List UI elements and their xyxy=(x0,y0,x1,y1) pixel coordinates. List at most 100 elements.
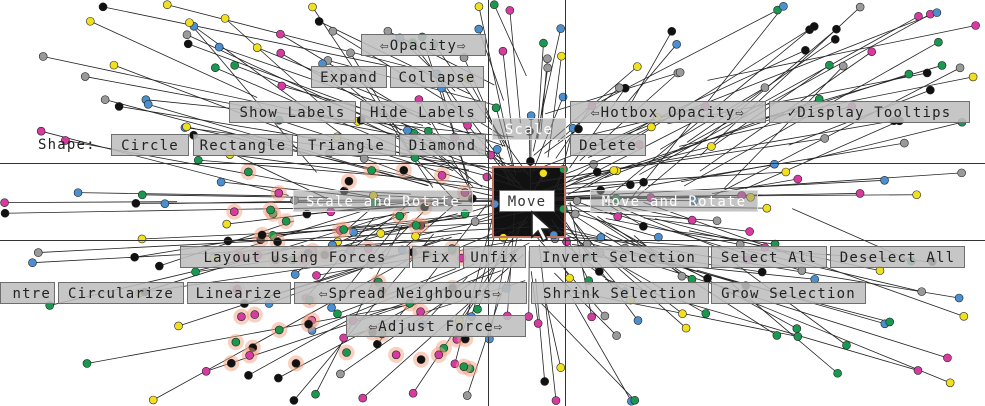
graph-node[interactable] xyxy=(793,332,803,341)
graph-node[interactable] xyxy=(540,377,549,386)
graph-node[interactable] xyxy=(160,199,170,208)
move-button[interactable]: Move xyxy=(499,190,555,212)
graph-node[interactable] xyxy=(633,316,643,325)
selected-graph-node[interactable] xyxy=(237,312,246,321)
deselect-all-button[interactable]: Deselect All xyxy=(830,246,965,268)
selected-graph-node[interactable] xyxy=(399,165,409,175)
graph-node[interactable] xyxy=(274,373,283,383)
graph-node[interactable] xyxy=(183,39,193,49)
graph-node[interactable] xyxy=(85,16,95,26)
graph-node[interactable] xyxy=(36,126,46,136)
graph-node[interactable] xyxy=(820,134,830,143)
graph-node[interactable] xyxy=(408,388,418,398)
graph-node[interactable] xyxy=(971,21,980,30)
select-all-button[interactable]: Select All xyxy=(711,246,827,268)
graph-node[interactable] xyxy=(482,172,492,182)
graph-node[interactable] xyxy=(131,199,141,208)
scale-button[interactable]: Scale xyxy=(492,118,566,140)
graph-node[interactable] xyxy=(543,63,552,73)
graph-node[interactable] xyxy=(130,252,139,262)
selected-graph-node[interactable] xyxy=(250,310,260,319)
graph-node[interactable] xyxy=(955,63,965,73)
graph-node[interactable] xyxy=(957,168,966,178)
selected-graph-node[interactable] xyxy=(257,230,267,240)
graph-node[interactable] xyxy=(474,2,484,11)
selected-graph-node[interactable] xyxy=(274,188,284,198)
selected-graph-node[interactable] xyxy=(274,325,284,335)
shrink-selection-button[interactable]: Shrink Selection xyxy=(531,282,709,304)
graph-node[interactable] xyxy=(358,393,368,403)
graph-node[interactable] xyxy=(556,24,566,33)
graph-node[interactable] xyxy=(100,95,110,104)
graph-node[interactable] xyxy=(672,40,681,49)
graph-node[interactable] xyxy=(712,216,722,226)
graph-node[interactable] xyxy=(182,122,191,132)
graph-node[interactable] xyxy=(216,177,226,187)
graph-node[interactable] xyxy=(470,217,480,226)
graph-node[interactable] xyxy=(880,176,889,185)
spread-neighbours-button[interactable]: ⇦Spread Neighbours⇨ xyxy=(294,282,527,304)
graph-node[interactable] xyxy=(339,333,348,343)
graph-node[interactable] xyxy=(314,17,324,26)
graph-node[interactable] xyxy=(587,312,596,322)
graph-node[interactable] xyxy=(633,62,642,71)
selected-graph-node[interactable] xyxy=(434,350,444,360)
graph-node[interactable] xyxy=(592,167,602,177)
graph-node[interactable] xyxy=(574,124,583,134)
move-zone[interactable] xyxy=(492,166,566,238)
selected-graph-node[interactable] xyxy=(273,237,282,247)
graph-node[interactable] xyxy=(308,2,317,12)
graph-node[interactable] xyxy=(833,368,842,378)
triangle-shape-button[interactable]: Triangle xyxy=(297,134,396,156)
graph-node[interactable] xyxy=(885,317,894,327)
selected-graph-node[interactable] xyxy=(342,348,351,357)
graph-node[interactable] xyxy=(757,267,767,277)
graph-node[interactable] xyxy=(98,2,108,12)
graph-node[interactable] xyxy=(681,323,691,333)
selected-graph-node[interactable] xyxy=(231,337,241,347)
graph-node[interactable] xyxy=(143,100,153,109)
graph-node[interactable] xyxy=(855,189,865,198)
graph-node[interactable] xyxy=(867,47,877,57)
graph-node[interactable] xyxy=(589,159,598,169)
graph-node[interactable] xyxy=(333,309,342,319)
grow-selection-button[interactable]: Grow Selection xyxy=(711,282,866,304)
scale-and-rotate-button[interactable]: Scale and Rotate xyxy=(293,190,473,212)
graph-node[interactable] xyxy=(678,309,687,319)
selected-graph-node[interactable] xyxy=(391,350,401,360)
graph-node[interactable] xyxy=(792,324,802,333)
graph-node[interactable] xyxy=(781,167,791,177)
graph-node[interactable] xyxy=(498,46,508,56)
graph-node[interactable] xyxy=(61,136,70,145)
selected-graph-node[interactable] xyxy=(395,211,405,221)
graph-node[interactable] xyxy=(917,287,926,296)
graph-node[interactable] xyxy=(539,168,548,178)
graph-node[interactable] xyxy=(533,319,543,328)
graph-node[interactable] xyxy=(914,12,923,21)
graph-node[interactable] xyxy=(596,233,606,242)
fix-button[interactable]: Fix xyxy=(412,246,460,268)
graph-node[interactable] xyxy=(276,48,286,58)
graph-node[interactable] xyxy=(612,331,621,340)
graph-node[interactable] xyxy=(832,24,841,34)
selected-graph-node[interactable] xyxy=(227,358,236,368)
graph-node[interactable] xyxy=(701,309,711,318)
graph-node[interactable] xyxy=(474,24,484,34)
graph-node[interactable] xyxy=(760,83,770,92)
graph-node[interactable] xyxy=(312,271,321,280)
selected-graph-node[interactable] xyxy=(344,176,354,186)
graph-node[interactable] xyxy=(346,48,355,58)
selected-graph-node[interactable] xyxy=(229,207,239,217)
selected-graph-node[interactable] xyxy=(245,351,254,360)
graph-node[interactable] xyxy=(855,2,865,12)
graph-node[interactable] xyxy=(543,54,552,63)
graph-node[interactable] xyxy=(174,321,183,331)
graph-node[interactable] xyxy=(745,227,754,236)
graph-node[interactable] xyxy=(539,38,548,48)
graph-node[interactable] xyxy=(311,389,320,399)
adjust-force-button[interactable]: ⇦Adjust Force⇨ xyxy=(346,315,526,337)
graph-node[interactable] xyxy=(182,30,192,40)
graph-node[interactable] xyxy=(968,72,978,82)
graph-node[interactable] xyxy=(934,37,943,47)
graph-node[interactable] xyxy=(551,396,561,405)
